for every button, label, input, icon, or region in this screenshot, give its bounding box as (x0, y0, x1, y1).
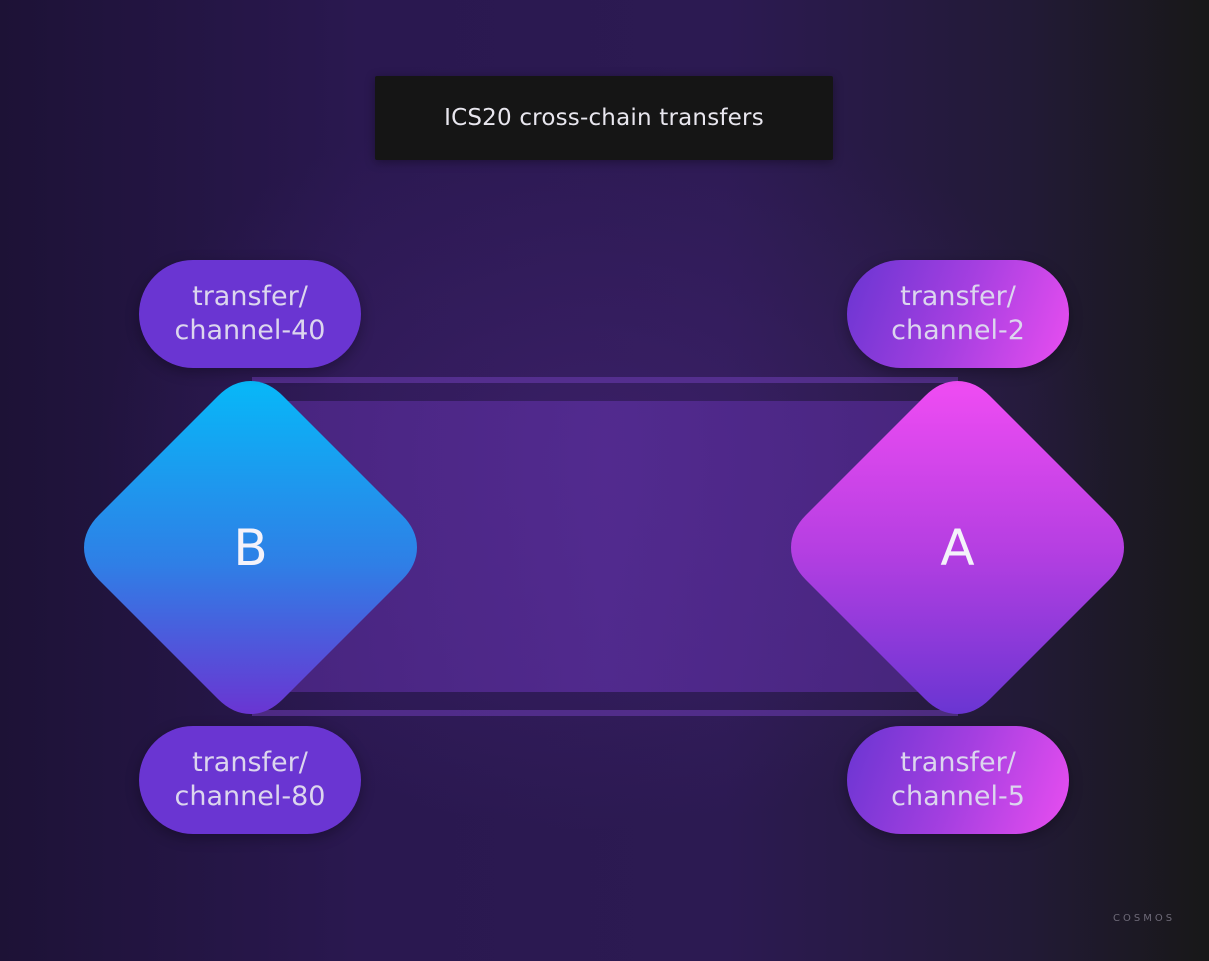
channel-port-label: transfer/ (192, 747, 308, 778)
title-box: ICS20 cross-chain transfers (375, 76, 833, 160)
chain-b-diamond (84, 381, 417, 714)
channel-port-label: transfer/ (900, 281, 1016, 312)
channel-id-label: channel-5 (891, 781, 1025, 812)
channel-pill-b-top: transfer/ channel-40 (139, 260, 361, 368)
channel-id-label: channel-40 (174, 315, 326, 346)
channel-id-label: channel-2 (891, 315, 1025, 346)
channel-port-label: transfer/ (192, 281, 308, 312)
channel-pill-a-bottom: transfer/ channel-5 (847, 726, 1069, 834)
chain-a-diamond (791, 381, 1124, 714)
channel-pill-b-bottom: transfer/ channel-80 (139, 726, 361, 834)
cosmos-logo: COSMOS (1113, 913, 1176, 924)
diagram-title: ICS20 cross-chain transfers (444, 105, 764, 131)
channel-port-label: transfer/ (900, 747, 1016, 778)
chain-a-label: A (940, 518, 975, 577)
connection-top-line (252, 377, 958, 383)
chain-a-node: A (791, 381, 1124, 714)
chain-b-node: B (84, 381, 417, 714)
chain-b-label: B (233, 518, 268, 577)
connection-bottom-line (252, 710, 958, 716)
channel-pill-a-top: transfer/ channel-2 (847, 260, 1069, 368)
channel-id-label: channel-80 (174, 781, 326, 812)
